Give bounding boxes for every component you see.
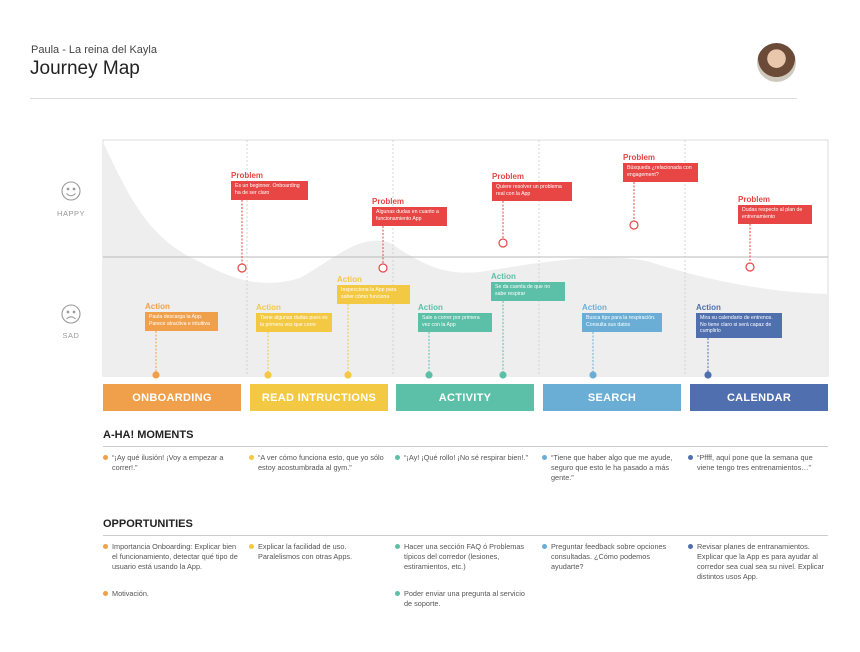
opportunities-divider — [103, 535, 828, 536]
aha-item: “Pffff, aquí pone que la semana que vien… — [688, 453, 825, 473]
problem-marker — [498, 238, 508, 248]
opportunities-title: OPPORTUNITIES — [103, 518, 193, 530]
action-label: Action — [582, 303, 607, 312]
action-marker — [264, 371, 272, 379]
action-card: Sale a correr por primera vez con la App — [418, 313, 492, 332]
opportunity-item: Poder enviar una pregunta al servicio de… — [395, 589, 532, 609]
opportunity-item: Importancia Onboarding: Explicar bien el… — [103, 542, 240, 572]
action-card: Tiene algunas dudas pues es la primera v… — [256, 313, 332, 332]
problem-card: Algunas dudas en cuanto a funcionamiento… — [372, 207, 447, 226]
sad-label: SAD — [62, 331, 80, 340]
happy-label: HAPPY — [57, 209, 85, 218]
opportunity-item: Explicar la facilidad de uso. Paralelism… — [249, 542, 386, 562]
problem-label: Problem — [372, 197, 405, 206]
problem-label: Problem — [623, 153, 656, 162]
aha-divider — [103, 446, 828, 447]
action-card: Paula descarga la App. Parece atractiva … — [145, 312, 218, 331]
action-marker — [704, 371, 712, 379]
aha-title: A-HA! MOMENTS — [103, 429, 194, 441]
opportunity-item: Revisar planes de entranamientos. Explic… — [688, 542, 825, 582]
aha-item: “Tiene que haber algo que me ayude, segu… — [542, 453, 679, 483]
header-divider — [30, 98, 797, 99]
phase-search: SEARCH — [543, 384, 681, 411]
action-label: Action — [491, 272, 516, 281]
problem-marker — [629, 220, 639, 230]
avatar — [757, 43, 796, 82]
action-marker — [152, 371, 160, 379]
problem-marker — [745, 262, 755, 272]
aha-item: “¡Ay qué ilusión! ¡Voy a empezar a corre… — [103, 453, 240, 473]
phase-onboarding: ONBOARDING — [103, 384, 241, 411]
action-label: Action — [696, 303, 721, 312]
phase-calendar: CALENDAR — [690, 384, 828, 411]
frown-icon — [61, 304, 81, 324]
action-label: Action — [418, 303, 443, 312]
phase-dividers — [246, 140, 686, 376]
problem-card: Es un beginner. Onboarding ha de ser cla… — [231, 181, 308, 200]
action-marker — [589, 371, 597, 379]
opportunity-item: Motivación. — [103, 589, 240, 599]
problem-marker — [237, 263, 247, 273]
aha-item: “A ver cómo funciona esto, que yo sólo e… — [249, 453, 386, 473]
problem-label: Problem — [738, 195, 771, 204]
phase-read-instructions: READ INTRUCTIONS — [250, 384, 388, 411]
smiley-icon — [61, 181, 81, 201]
page-title: Journey Map — [30, 58, 140, 79]
action-label: Action — [337, 275, 362, 284]
action-label: Action — [145, 302, 170, 311]
action-card: Mira su calendario de entrenos. No tiene… — [696, 313, 782, 338]
action-marker — [344, 371, 352, 379]
phase-activity: ACTIVITY — [396, 384, 534, 411]
action-card: Busca tips para la respiración. Consulta… — [582, 313, 662, 332]
opportunity-item: Hacer una sección FAQ ó Problemas típico… — [395, 542, 532, 572]
action-card: Se da cuenta de que no sabe respirar — [491, 282, 565, 301]
action-marker — [425, 371, 433, 379]
problem-marker — [378, 263, 388, 273]
problem-label: Problem — [492, 172, 525, 181]
persona-subtitle: Paula - La reina del Kayla — [31, 44, 157, 56]
problem-card: Quiere resolver un problema real con la … — [492, 182, 572, 201]
action-label: Action — [256, 303, 281, 312]
problem-label: Problem — [231, 171, 264, 180]
action-marker — [499, 371, 507, 379]
opportunity-item: Preguntar feedback sobre opciones consul… — [542, 542, 679, 572]
aha-item: “¡Ay! ¡Qué rollo! ¡No sé respirar bien!.… — [395, 453, 532, 463]
problem-card: Dudas respecto al plan de entrenamiento — [738, 205, 812, 224]
action-card: Inspecciona la App para saber cómo funci… — [337, 285, 410, 304]
problem-card: Búsqueda ¿relacionada con engagement? — [623, 163, 698, 182]
